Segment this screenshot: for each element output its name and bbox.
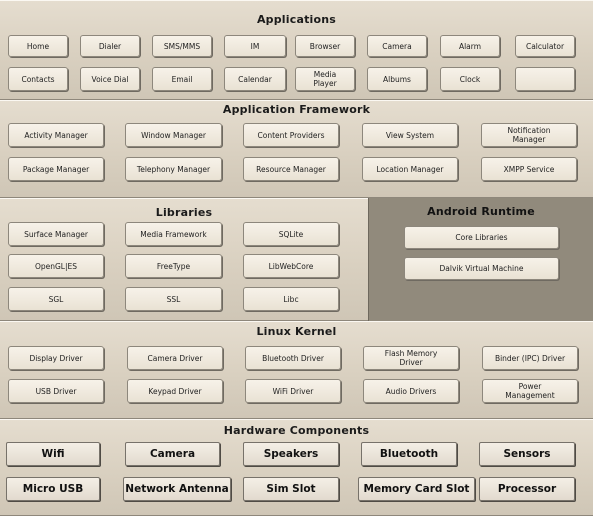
fw-location-manager: Location Manager: [362, 157, 458, 181]
app-home: Home: [8, 35, 68, 57]
hw-wifi: Wifi: [6, 442, 100, 466]
runtime-title: Android Runtime: [427, 205, 535, 218]
lib-libwebcore: LibWebCore: [243, 254, 339, 278]
hw-sim-slot: Sim Slot: [243, 477, 339, 501]
app-sms-mms: SMS/MMS: [152, 35, 212, 57]
hw-processor: Processor: [479, 477, 575, 501]
hw-camera: Camera: [125, 442, 220, 466]
app-camera: Camera: [367, 35, 427, 57]
rt-dalvik-vm: Dalvik Virtual Machine: [404, 257, 559, 280]
app-media-player: Media Player: [295, 67, 355, 91]
app-albums: Albums: [367, 67, 427, 91]
app-dialer: Dialer: [80, 35, 140, 57]
hw-micro-usb: Micro USB: [6, 477, 100, 501]
fw-content-providers: Content Providers: [243, 123, 339, 147]
fw-notification-manager: Notification Manager: [481, 123, 577, 147]
hw-memory-card-slot: Memory Card Slot: [358, 477, 475, 501]
app-im: IM: [224, 35, 286, 57]
rt-core-libraries: Core Libraries: [404, 226, 559, 249]
app-voice-dial: Voice Dial: [80, 67, 140, 91]
app-alarm: Alarm: [440, 35, 500, 57]
applications-title: Applications: [256, 13, 337, 26]
fw-window-manager: Window Manager: [125, 123, 222, 147]
kernel-title: Linux Kernel: [256, 325, 337, 338]
lib-sqlite: SQLite: [243, 222, 339, 246]
app-email: Email: [152, 67, 212, 91]
lib-ssl: SSL: [125, 287, 222, 311]
fw-view-system: View System: [362, 123, 458, 147]
drv-binder-ipc: Binder (IPC) Driver: [482, 346, 578, 370]
kernel-layer: Linux Kernel: [0, 321, 593, 419]
lib-media-framework: Media Framework: [125, 222, 222, 246]
fw-activity-manager: Activity Manager: [8, 123, 104, 147]
fw-telephony-manager: Telephony Manager: [125, 157, 222, 181]
lib-opengl-es: OpenGL|ES: [8, 254, 104, 278]
app-browser: Browser: [295, 35, 355, 57]
hardware-title: Hardware Components: [223, 424, 370, 437]
hw-speakers: Speakers: [243, 442, 339, 466]
lib-libc: Libc: [243, 287, 339, 311]
drv-bluetooth: Bluetooth Driver: [245, 346, 341, 370]
app-calculator: Calculator: [515, 35, 575, 57]
hw-sensors: Sensors: [479, 442, 575, 466]
lib-surface-manager: Surface Manager: [8, 222, 104, 246]
app-calendar: Calendar: [224, 67, 286, 91]
drv-wifi: WiFi Driver: [245, 379, 341, 403]
drv-camera: Camera Driver: [127, 346, 223, 370]
hw-bluetooth: Bluetooth: [361, 442, 457, 466]
app-empty-slot: [515, 67, 575, 91]
hardware-layer: Hardware Components: [0, 419, 593, 516]
drv-display: Display Driver: [8, 346, 104, 370]
drv-usb: USB Driver: [8, 379, 104, 403]
fw-xmpp-service: XMPP Service: [481, 157, 577, 181]
drv-audio: Audio Drivers: [363, 379, 459, 403]
libraries-title: Libraries: [155, 206, 213, 219]
hw-network-antenna: Network Antenna: [123, 477, 231, 501]
drv-power-management: Power Management: [482, 379, 578, 403]
app-contacts: Contacts: [8, 67, 68, 91]
fw-resource-manager: Resource Manager: [243, 157, 339, 181]
drv-keypad: Keypad Driver: [127, 379, 223, 403]
lib-sgl: SGL: [8, 287, 104, 311]
drv-flash-memory: Flash Memory Driver: [363, 346, 459, 370]
framework-title: Application Framework: [222, 103, 371, 116]
lib-freetype: FreeType: [125, 254, 222, 278]
fw-package-manager: Package Manager: [8, 157, 104, 181]
framework-layer: Application Framework: [0, 100, 593, 198]
app-clock: Clock: [440, 67, 500, 91]
